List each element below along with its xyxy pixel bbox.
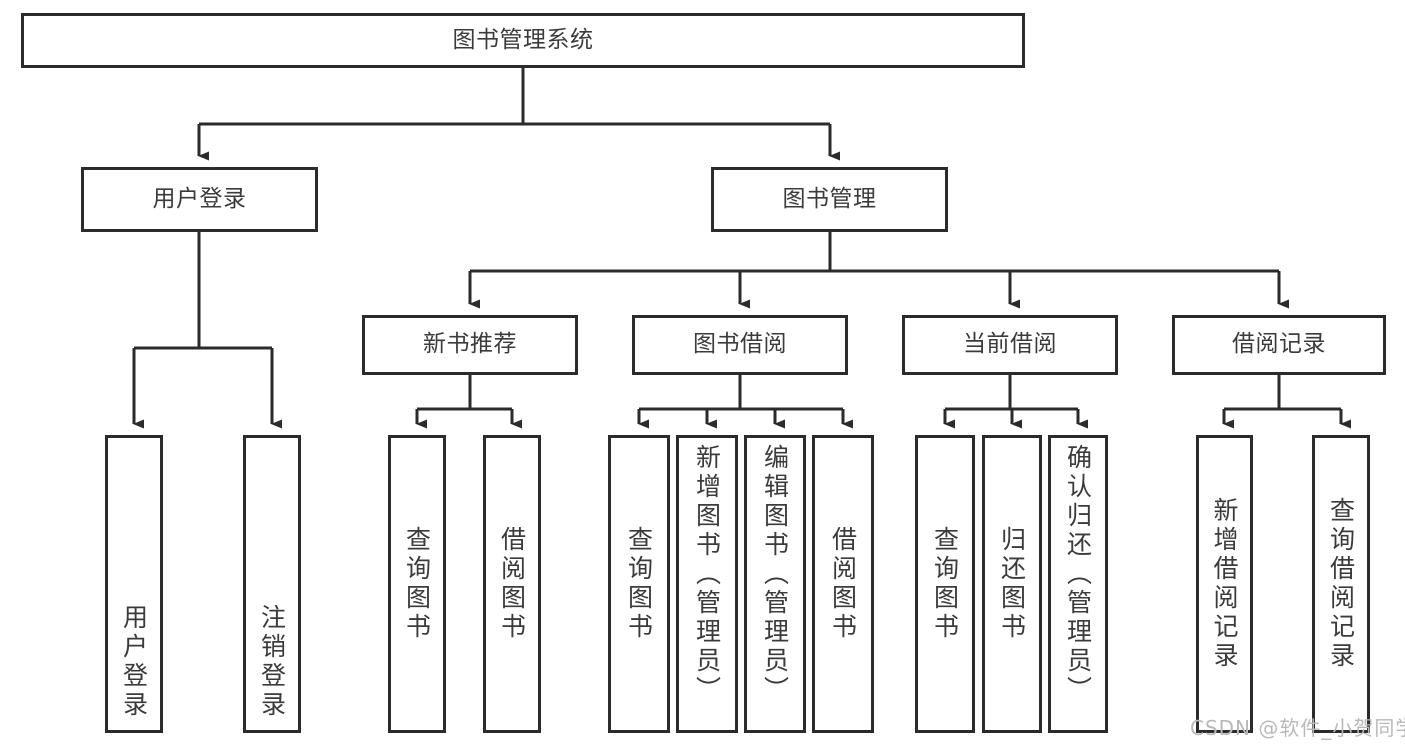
node-leaf-return-book-label: 归还图书 xyxy=(997,526,1027,642)
node-leaf-add-record-label: 新增借阅记录 xyxy=(1210,497,1239,671)
node-leaf-borrow-book-2-label: 借阅图书 xyxy=(828,526,858,642)
node-borrow-record[interactable]: 借阅记录 xyxy=(1172,315,1386,375)
node-root-label: 图书管理系统 xyxy=(452,26,594,53)
node-leaf-query-book-1-label: 查询图书 xyxy=(402,526,432,642)
node-leaf-confirm-return[interactable]: 确认归还（管理员） xyxy=(1048,435,1108,733)
node-borrow-record-label: 借阅记录 xyxy=(1232,331,1326,358)
node-leaf-add-record[interactable]: 新增借阅记录 xyxy=(1196,435,1253,733)
node-leaf-query-book-3-label: 查询图书 xyxy=(930,526,960,642)
watermark-text: CSDN @软件_小贺同学 xyxy=(1190,716,1405,740)
node-leaf-query-book-2-label: 查询图书 xyxy=(624,526,654,642)
node-leaf-return-book[interactable]: 归还图书 xyxy=(982,435,1042,733)
node-leaf-query-book-2[interactable]: 查询图书 xyxy=(608,435,670,733)
node-leaf-add-book[interactable]: 新增图书（管理员） xyxy=(676,435,738,733)
node-leaf-query-book-1[interactable]: 查询图书 xyxy=(388,435,446,733)
node-leaf-borrow-book-2[interactable]: 借阅图书 xyxy=(812,435,874,733)
node-leaf-edit-book[interactable]: 编辑图书（管理员） xyxy=(744,435,806,733)
node-current-borrow[interactable]: 当前借阅 xyxy=(902,315,1118,375)
node-leaf-borrow-book-1-label: 借阅图书 xyxy=(497,526,527,642)
node-new-book-recommend-label: 新书推荐 xyxy=(423,331,517,358)
node-current-borrow-label: 当前借阅 xyxy=(963,331,1057,358)
node-book-admin[interactable]: 图书管理 xyxy=(711,167,948,232)
node-root[interactable]: 图书管理系统 xyxy=(21,13,1025,68)
node-book-borrow-label: 图书借阅 xyxy=(693,331,787,358)
node-leaf-user-logout[interactable]: 注销登录 xyxy=(243,435,301,733)
node-leaf-confirm-return-label: 确认归还（管理员） xyxy=(1063,444,1093,705)
node-book-borrow[interactable]: 图书借阅 xyxy=(632,315,848,375)
node-new-book-recommend[interactable]: 新书推荐 xyxy=(362,315,578,375)
node-leaf-query-record-label: 查询借阅记录 xyxy=(1326,497,1356,671)
node-leaf-edit-book-label: 编辑图书（管理员） xyxy=(760,444,790,705)
node-user-login[interactable]: 用户登录 xyxy=(81,167,318,232)
node-leaf-query-book-3[interactable]: 查询图书 xyxy=(915,435,975,733)
node-leaf-user-login[interactable]: 用户登录 xyxy=(105,435,163,733)
node-leaf-user-login-label: 用户登录 xyxy=(119,604,149,720)
node-leaf-user-logout-label: 注销登录 xyxy=(257,604,287,720)
node-leaf-add-book-label: 新增图书（管理员） xyxy=(692,444,722,705)
node-leaf-borrow-book-1[interactable]: 借阅图书 xyxy=(483,435,541,733)
node-user-login-label: 用户登录 xyxy=(152,185,247,212)
node-leaf-query-record[interactable]: 查询借阅记录 xyxy=(1312,435,1370,733)
node-book-admin-label: 图书管理 xyxy=(782,185,877,212)
